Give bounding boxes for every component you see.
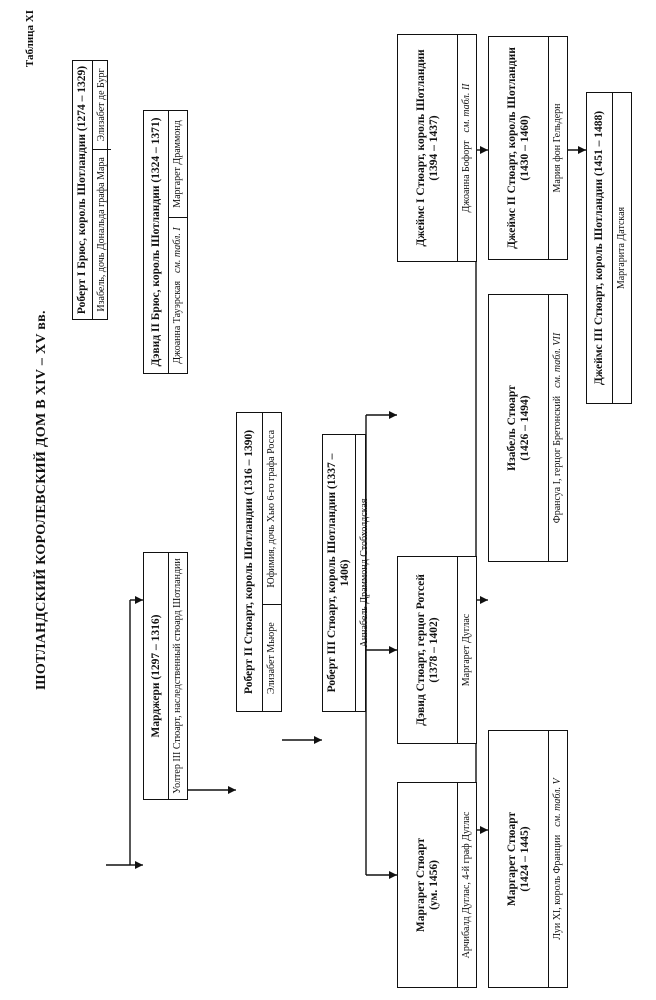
spouse: Элизабет Мьюре xyxy=(266,622,277,695)
see-table-ref: см. табл. V xyxy=(552,778,563,827)
person-james-i-stewart: Джеймс I Стюарт, король Шотландии (1394 … xyxy=(397,34,477,262)
person-name: Маргарет Стюарт xyxy=(505,811,518,907)
spouse: Изабель, дочь Дональда графа Мара xyxy=(96,157,107,312)
person-name: Маргарет Стюарт xyxy=(414,837,427,933)
spouse: Уолтер III Стюарт, наследственный стюард… xyxy=(172,558,183,794)
person-name: Роберт II Стюарт, король Шотландии (1316… xyxy=(243,429,255,695)
person-dates: (ум. 1456) xyxy=(427,860,440,910)
person-isabel-stewart: Изабель Стюарт (1426 – 1494) Франсуа I, … xyxy=(488,294,568,562)
person-name: Джеймс II Стюарт, король Шотландии xyxy=(505,47,518,249)
person-dates: (1426 – 1494) xyxy=(518,395,531,461)
spouse: Маргарет Драммонд xyxy=(169,111,187,219)
person-dates: (1430 – 1460) xyxy=(518,115,531,181)
see-table-ref: см. табл. I xyxy=(172,227,183,273)
person-david-ii-bruce: Дэвид II Брюс, король Шотландии (1324 – … xyxy=(143,110,188,374)
person-name: Изабель Стюарт xyxy=(505,385,518,471)
person-name: Дэвид II Брюс, король Шотландии (1324 – … xyxy=(149,117,162,367)
spouse: Франсуа I, герцог Бретонский xyxy=(552,395,563,524)
person-margaret-stewart-france: Маргарет Стюарт (1424 – 1445) Луи XI, ко… xyxy=(488,730,568,988)
spouse: Элизабет де Бург xyxy=(93,60,111,150)
spouse: Джоанна Бофорт xyxy=(461,140,472,213)
see-table-ref: см. табл. VII xyxy=(552,332,563,388)
spouse: Юфимия, дочь Хью 6-го графа Росса xyxy=(263,413,281,606)
person-robert-i-bruce: Роберт I Брюс, король Шотландии (1274 – … xyxy=(72,60,111,320)
person-james-iii-stewart: Джеймс III Стюарт, король Шотландии (145… xyxy=(586,92,632,404)
person-margaret-stewart-douglas: Маргарет Стюарт (ум. 1456) Арчибалд Дугл… xyxy=(397,782,477,988)
person-dates: (1378 – 1402) xyxy=(427,617,440,683)
spouse: Мария фон Гельдерн xyxy=(552,103,563,193)
person-name: Роберт I Брюс, король Шотландии (1274 – … xyxy=(76,65,88,315)
person-name: Роберт III Стюарт, король Шотландии (133… xyxy=(326,453,351,693)
person-name: Дэвид Стюарт, герцог Ротсей xyxy=(414,574,427,726)
spouse: Джоанна Тауэрская xyxy=(172,280,183,364)
person-name: Джеймс I Стюарт, король Шотландии xyxy=(414,49,427,247)
spouse: Аннабель Драммонд Стобхолдская xyxy=(359,498,370,648)
spouse: Луи XI, король Франции xyxy=(552,834,563,940)
spouse: Арчибалд Дуглас, 4-й граф Дуглас xyxy=(461,811,472,959)
person-dates: (1424 – 1445) xyxy=(518,826,531,892)
spouse: Маргарита Датская xyxy=(616,206,627,290)
person-name: Марджери (1297 – 1316) xyxy=(149,614,162,738)
person-david-stewart-rothesay: Дэвид Стюарт, герцог Ротсей (1378 – 1402… xyxy=(397,556,477,744)
see-table-ref: см. табл. II xyxy=(461,83,472,133)
person-name: Джеймс III Стюарт, король Шотландии (145… xyxy=(593,110,605,386)
person-robert-ii-stewart: Роберт II Стюарт, король Шотландии (1316… xyxy=(236,412,282,712)
person-marjory: Марджери (1297 – 1316) Уолтер III Стюарт… xyxy=(143,552,188,800)
person-james-ii-stewart: Джеймс II Стюарт, король Шотландии (1430… xyxy=(488,36,568,260)
person-robert-iii-stewart: Роберт III Стюарт, король Шотландии (133… xyxy=(322,434,374,712)
person-dates: (1394 – 1437) xyxy=(427,115,440,181)
spouse: Маргарет Дуглас xyxy=(461,613,472,687)
